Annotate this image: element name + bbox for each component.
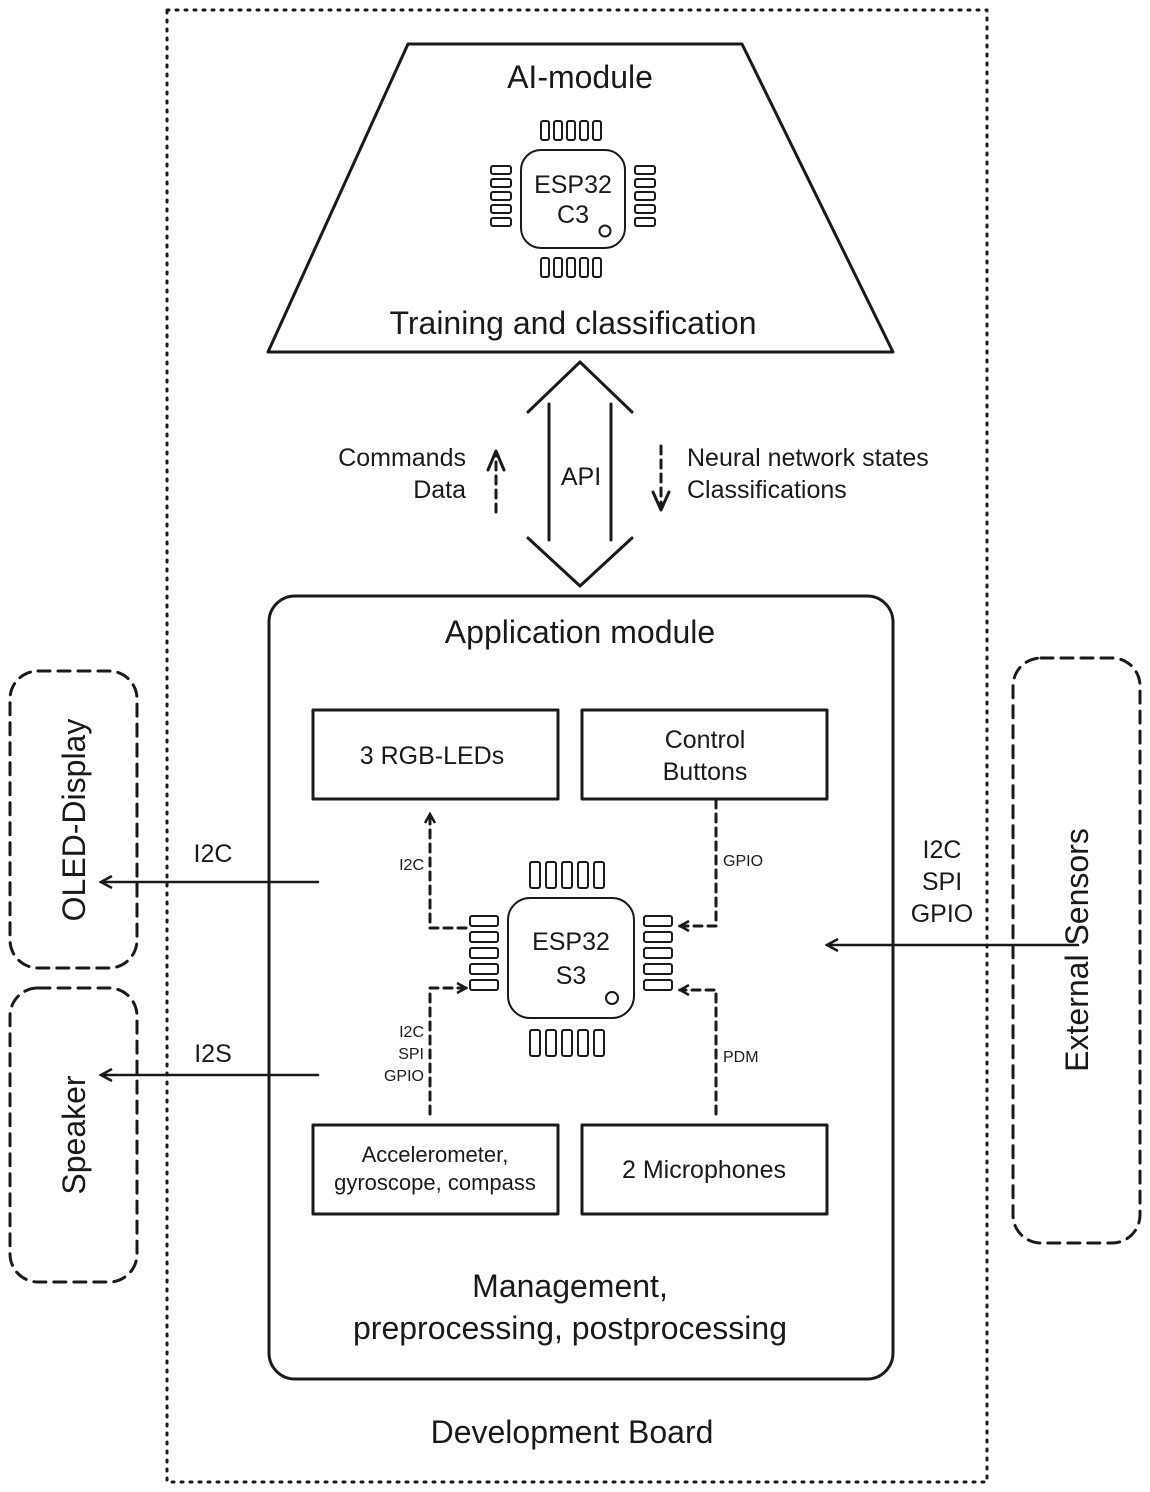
rgb-leds-box bbox=[311, 708, 560, 801]
s3-chip-label-1: ESP32 bbox=[532, 928, 610, 956]
sensors-link-label-2: SPI bbox=[398, 1046, 424, 1063]
c3-chip-label-1: ESP32 bbox=[534, 171, 612, 199]
application-module-shape bbox=[267, 594, 895, 1381]
api-left-line-1: Commands bbox=[338, 444, 466, 472]
control-buttons-label-1: Control bbox=[665, 726, 746, 754]
c3-right-pins bbox=[634, 165, 656, 227]
external-bus-label-3: GPIO bbox=[911, 900, 974, 928]
microphones-box bbox=[580, 1123, 829, 1216]
s3-bottom-pins bbox=[529, 1029, 605, 1057]
sensors-link-arrow bbox=[428, 988, 466, 1116]
api-label: API bbox=[561, 463, 601, 491]
rgb-leds-label: 3 RGB-LEDs bbox=[360, 742, 504, 770]
c3-chip-label-2: C3 bbox=[557, 201, 589, 229]
external-sensors-box bbox=[1011, 656, 1142, 1245]
api-right-line-2: Classifications bbox=[687, 476, 847, 504]
ai-module-shape bbox=[266, 42, 895, 354]
api-double-arrow bbox=[526, 360, 634, 588]
app-module-footer-1: Management, bbox=[472, 1268, 668, 1304]
esp32-c3-chip bbox=[490, 120, 656, 278]
external-sensors-label: External Sensors bbox=[1059, 828, 1095, 1072]
buttons-link-label: GPIO bbox=[723, 853, 763, 870]
mics-link-label: PDM bbox=[723, 1049, 759, 1066]
external-bus-label-1: I2C bbox=[923, 836, 962, 864]
speaker-bus-label: I2S bbox=[194, 1040, 232, 1068]
app-module-footer-2: preprocessing, postprocessing bbox=[353, 1310, 787, 1346]
motion-sensors-label-1: Accelerometer, bbox=[362, 1142, 509, 1167]
buttons-link-arrow bbox=[680, 798, 718, 926]
sensors-link-label-1: I2C bbox=[399, 1024, 424, 1041]
c3-bottom-pins bbox=[540, 257, 602, 278]
commands-arrow-up bbox=[486, 449, 506, 514]
s3-top-pins bbox=[529, 861, 605, 889]
mics-link-arrow bbox=[680, 990, 718, 1116]
s3-left-pins bbox=[469, 915, 499, 991]
api-right-line-1: Neural network states bbox=[687, 444, 929, 472]
board-title: Development Board bbox=[431, 1414, 714, 1450]
api-left-line-2: Data bbox=[413, 476, 466, 504]
control-buttons-box bbox=[580, 708, 829, 801]
ai-module-subtitle: Training and classification bbox=[390, 305, 757, 341]
sensors-link-label-3: GPIO bbox=[384, 1068, 424, 1085]
oled-display-label: OLED-Display bbox=[56, 719, 92, 922]
c3-left-pins bbox=[490, 165, 512, 227]
external-bus-label-2: SPI bbox=[922, 868, 962, 896]
development-board-frame bbox=[165, 8, 989, 1484]
control-buttons-label-2: Buttons bbox=[663, 758, 748, 786]
motion-sensors-box bbox=[311, 1123, 560, 1216]
ai-module-title: AI-module bbox=[507, 59, 653, 95]
results-arrow-down bbox=[651, 444, 671, 512]
esp32-s3-chip bbox=[469, 861, 673, 1057]
s3-right-pins bbox=[643, 915, 673, 991]
leds-link-label: I2C bbox=[399, 857, 424, 874]
speaker-label: Speaker bbox=[56, 1075, 92, 1195]
c3-top-pins bbox=[540, 120, 602, 141]
motion-sensors-label-2: gyroscope, compass bbox=[334, 1170, 536, 1195]
speaker-box bbox=[8, 986, 139, 1284]
oled-bus-label: I2C bbox=[194, 840, 233, 868]
microphones-label: 2 Microphones bbox=[622, 1156, 786, 1184]
app-module-title: Application module bbox=[445, 614, 715, 650]
s3-chip-label-2: S3 bbox=[556, 962, 587, 990]
leds-link-arrow bbox=[430, 814, 468, 930]
